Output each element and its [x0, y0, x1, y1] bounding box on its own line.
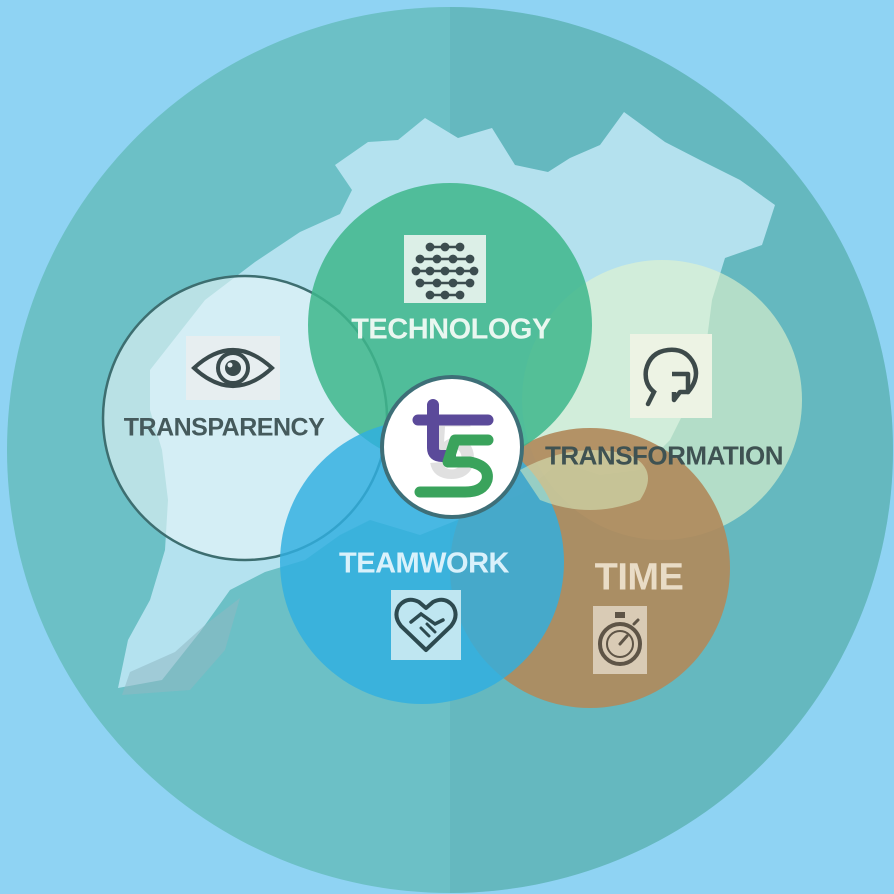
heart-handshake-icon	[394, 597, 458, 652]
technology-label: TECHNOLOGY	[351, 313, 551, 346]
transparency-label: TRANSPARENCY	[123, 413, 325, 442]
refresh-chat-icon	[643, 347, 699, 407]
t5-logo-icon: 5	[380, 375, 524, 519]
stopwatch-icon	[598, 612, 642, 666]
transformation-icon-box	[630, 334, 712, 418]
network-nodes-icon	[411, 242, 479, 300]
transparency-icon-box	[186, 336, 280, 400]
teamwork-label: TEAMWORK	[339, 547, 509, 580]
transformation-overlap	[520, 450, 648, 510]
map-silhouette-shadow	[122, 598, 240, 695]
time-label: TIME	[594, 556, 684, 599]
transformation-label: TRANSFORMATION	[544, 440, 784, 471]
time-icon-box	[593, 606, 647, 674]
technology-icon-box	[404, 235, 486, 303]
teamwork-icon-box	[391, 590, 461, 660]
technology-circle	[308, 183, 592, 467]
eye-icon	[191, 348, 275, 388]
